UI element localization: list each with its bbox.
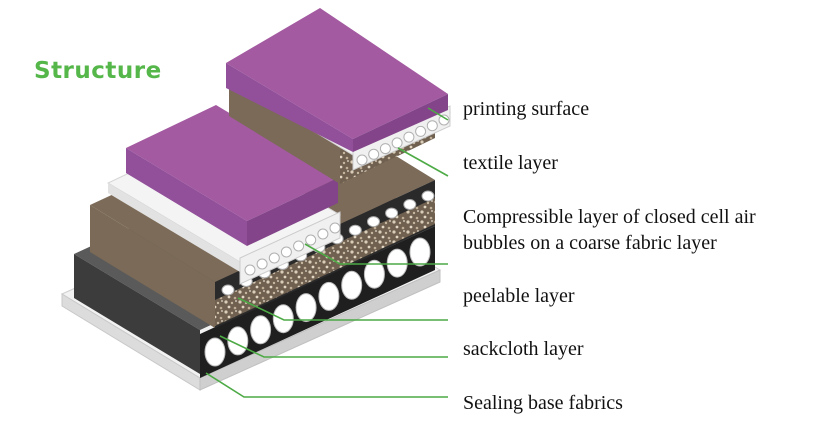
air-bubble — [272, 304, 294, 334]
diagram-heading: Structure — [34, 58, 162, 84]
air-bubble — [256, 258, 268, 270]
air-bubble — [415, 125, 427, 137]
air-bubble — [227, 326, 249, 356]
label-sealing-base-fabrics: Sealing base fabrics — [463, 392, 623, 414]
label-compressible-layer-line2: bubbles on a coarse fabric layer — [463, 232, 717, 254]
leader-sackcloth — [219, 335, 448, 358]
air-bubble — [386, 248, 408, 278]
air-bubble — [341, 270, 363, 300]
air-bubble — [426, 120, 438, 132]
air-bubble — [329, 222, 341, 234]
air-bubble — [368, 148, 380, 160]
printing-surface-right — [226, 8, 448, 152]
air-bubble — [348, 224, 362, 236]
printing-surface-left — [126, 105, 338, 246]
sackcloth-bubbles — [204, 237, 431, 367]
air-bubble — [268, 252, 280, 264]
leader-peelable — [237, 297, 448, 321]
air-bubble — [244, 264, 256, 276]
air-bubble — [317, 228, 329, 240]
leader-printing-surface — [427, 107, 449, 121]
air-bubble — [204, 337, 226, 367]
textile-bubbles-left — [244, 222, 341, 276]
leader-base — [205, 372, 448, 398]
air-bubble — [305, 234, 317, 246]
label-printing-surface: printing surface — [463, 98, 590, 120]
label-peelable-layer: peelable layer — [463, 285, 575, 307]
air-bubble — [318, 281, 340, 311]
label-compressible-layer: Compressible layer of closed cell air — [463, 206, 756, 228]
leader-compressible — [304, 243, 448, 265]
air-bubble — [356, 154, 368, 166]
air-bubble — [250, 315, 272, 345]
air-bubble — [295, 293, 317, 323]
leader-textile — [397, 147, 449, 177]
air-bubble — [293, 240, 305, 252]
air-bubble — [438, 114, 450, 126]
air-bubble — [391, 137, 403, 149]
air-bubble — [367, 216, 380, 228]
air-bubble — [379, 143, 391, 155]
air-bubble — [385, 207, 399, 219]
air-bubble — [403, 199, 417, 210]
air-bubble — [221, 284, 235, 296]
leader-lines — [205, 107, 449, 398]
air-bubble — [409, 237, 431, 267]
air-bubble — [421, 190, 435, 202]
textile-bubbles-right — [356, 114, 450, 166]
air-bubble — [403, 131, 415, 143]
air-bubble — [363, 259, 385, 289]
label-sackcloth-layer: sackcloth layer — [463, 338, 584, 360]
label-textile-layer: textile layer — [463, 152, 558, 174]
air-bubble — [280, 246, 292, 258]
